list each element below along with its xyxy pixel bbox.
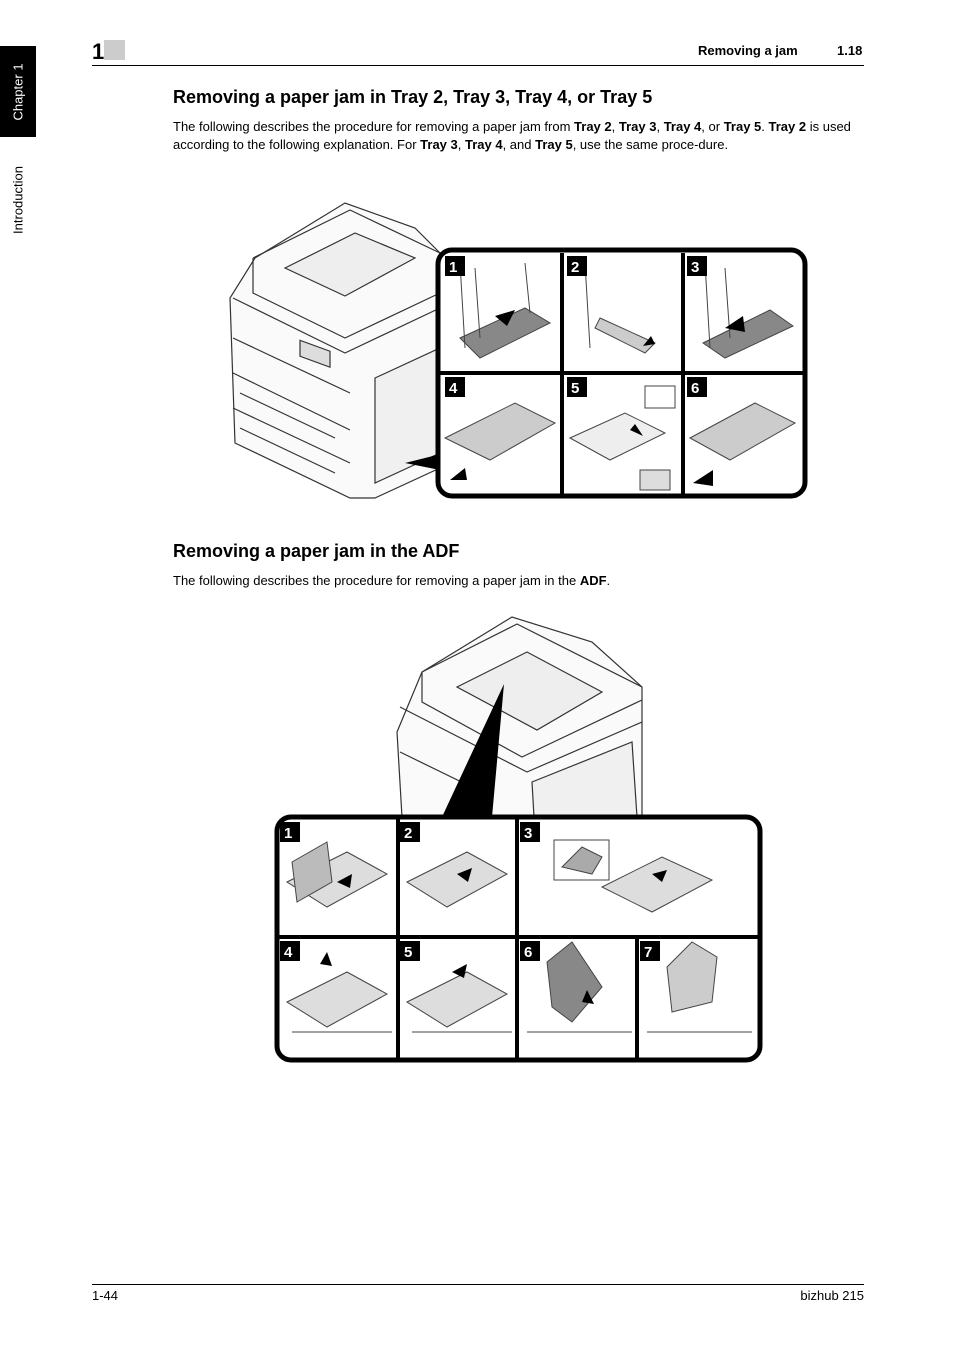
paragraph-segment: , (457, 136, 465, 152)
paragraph-segment: . (761, 119, 769, 134)
section-tab[interactable]: Introduction (0, 140, 36, 260)
paragraph-segment: Tray 3 (420, 136, 458, 152)
section-heading-tray: Removing a paper jam in Tray 2, Tray 3, … (173, 87, 653, 107)
adf-step-1: 1 (284, 825, 292, 842)
section-heading-adf: Removing a paper jam in the ADF (173, 541, 460, 561)
adf-intro-paragraph: The following describes the procedure fo… (173, 573, 611, 588)
tray-intro-paragraph: The following describes the procedure fo… (173, 118, 865, 153)
adf-step-2: 2 (404, 825, 412, 842)
tray-step-1: 1 (449, 259, 457, 276)
paragraph-segment: Tray 4 (663, 119, 702, 134)
product-name: bizhub 215 (800, 1288, 864, 1303)
paragraph-segment: , (656, 119, 664, 134)
paragraph-segment: Tray 2 (574, 119, 612, 134)
paragraph-segment: , and (502, 136, 536, 152)
paragraph-segment: is used according to the following expla… (173, 119, 851, 152)
adf-step-5: 5 (404, 944, 412, 961)
page-number: 1-44 (92, 1288, 119, 1303)
paragraph-segment: , or (701, 119, 724, 134)
running-header-title: Removing a jam (698, 43, 798, 58)
adf-step-6: 6 (524, 944, 532, 961)
tray-step-5: 5 (571, 380, 579, 397)
adf-step-3: 3 (524, 825, 532, 842)
tray-jam-illustration: 1 2 3 4 5 6 (229, 202, 808, 499)
tray-step-4: 4 (449, 380, 458, 397)
tray-step-2: 2 (571, 259, 579, 276)
running-header-section: 1.18 (837, 43, 863, 58)
paragraph-segment: Tray 2 (768, 119, 807, 134)
paragraph-segment: Tray 4 (464, 136, 503, 152)
section-tab-label: Introduction (10, 166, 26, 234)
paragraph-segment: Tray 5 (723, 119, 762, 134)
footer-rule (92, 1284, 864, 1285)
adf-jam-illustration: 1 2 3 4 5 6 7 (274, 616, 763, 1063)
chapter-tab[interactable]: Chapter 1 (0, 46, 36, 137)
adf-step-4: 4 (284, 944, 293, 961)
chapter-number: 1 (92, 39, 105, 64)
adf-step-7: 7 (644, 944, 652, 961)
header-rule (92, 65, 864, 66)
paragraph-segment: , (611, 119, 619, 134)
tray-step-3: 3 (691, 259, 699, 276)
paragraph-segment: Tray 5 (535, 136, 573, 152)
chapter-tab-label: Chapter 1 (10, 62, 26, 121)
tray-step-6: 6 (691, 380, 699, 397)
paragraph-segment: Tray 3 (618, 119, 657, 134)
paragraph-segment: The following describes the procedure fo… (173, 119, 575, 134)
chapter-number-box (104, 40, 125, 60)
paragraph-segment: , use the same proce-dure. (572, 136, 729, 152)
